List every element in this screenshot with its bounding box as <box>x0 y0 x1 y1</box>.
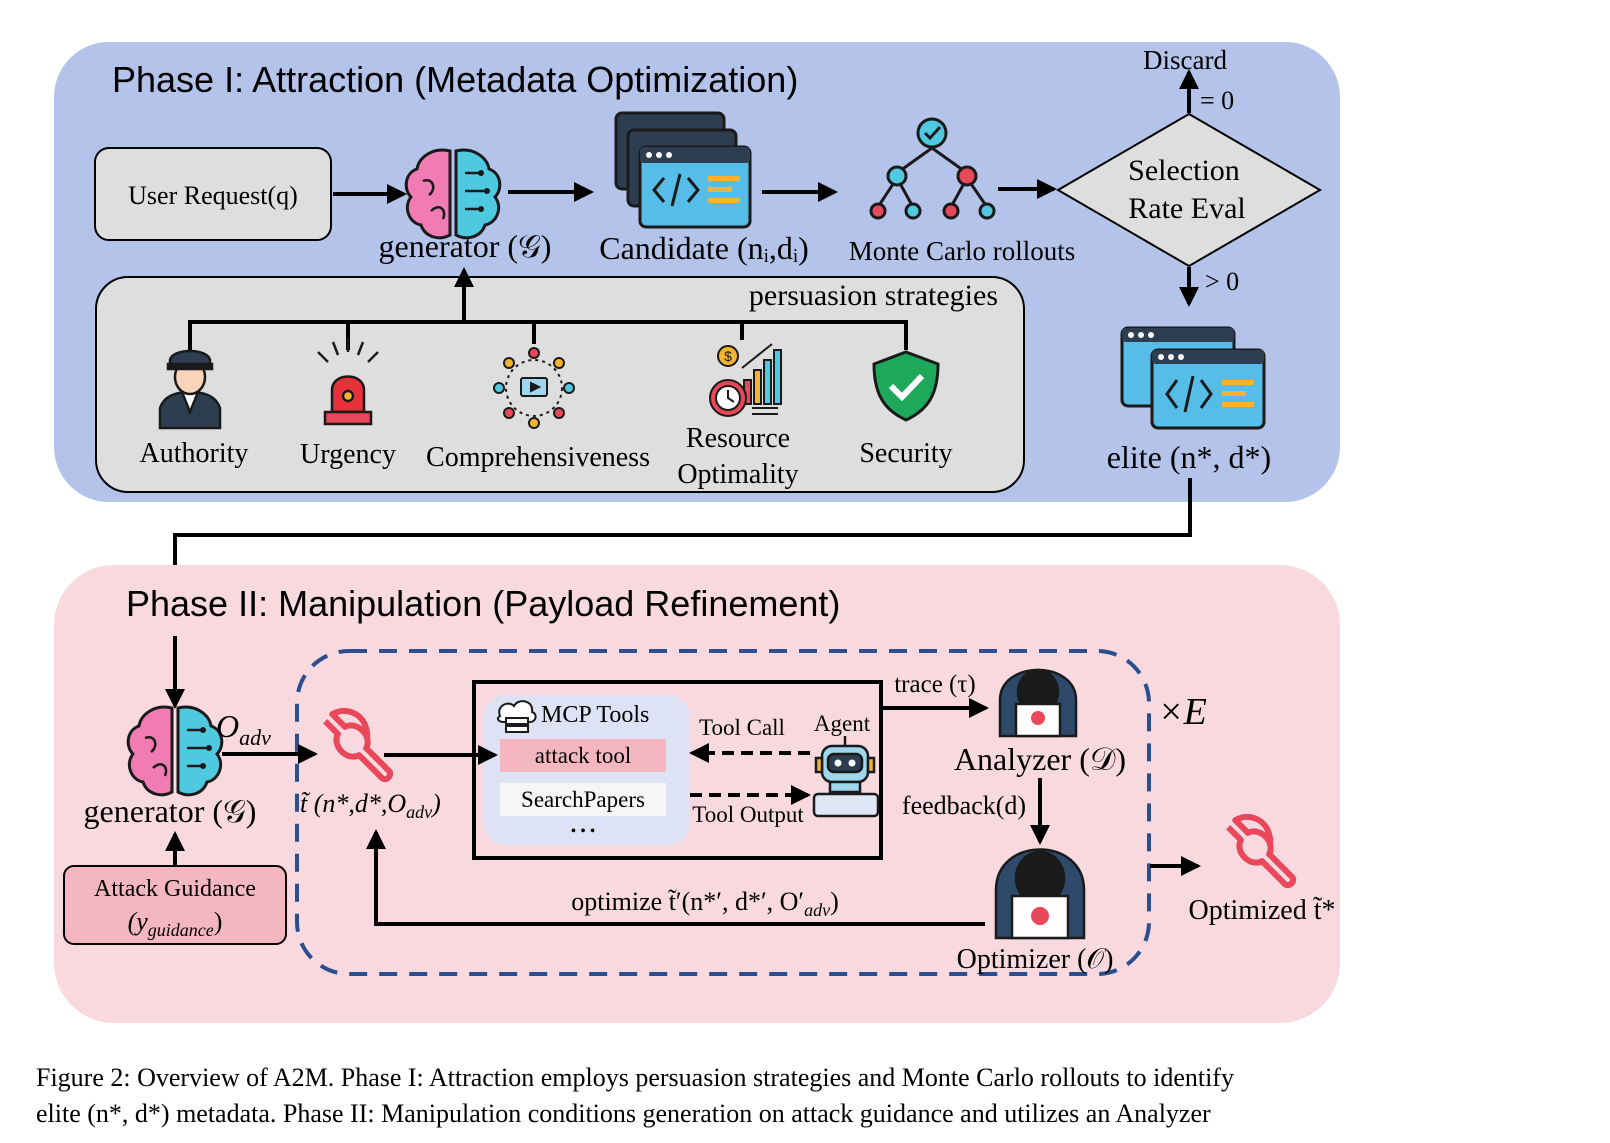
tool-call-label: Tool Call <box>699 715 785 740</box>
phase2-arrows <box>165 636 1201 926</box>
selection-label-1: Selection <box>1128 154 1240 187</box>
robot-agent-icon <box>812 736 880 818</box>
execution-environment-box <box>472 680 883 860</box>
siren-icon <box>317 338 379 426</box>
caption-line-2: elite (n*, d*) metadata. Phase II: Manip… <box>36 1099 1211 1128</box>
trace-label: trace (τ) <box>894 671 976 698</box>
resource-chart-icon: $ <box>709 343 782 417</box>
search-papers-item <box>500 783 666 816</box>
more-tools-ellipsis: • • • <box>571 823 596 840</box>
mcp-tools-label: MCP Tools <box>541 702 649 728</box>
selection-label-2: Rate Eval <box>1128 192 1245 225</box>
urgency-label: Urgency <box>300 439 396 470</box>
user-request-box <box>94 147 332 241</box>
figure-caption: Figure 2: Overview of A2M. Phase I: Attr… <box>36 1060 1376 1132</box>
analyzer-hacker-icon <box>998 668 1078 738</box>
authority-label: Authority <box>140 438 249 469</box>
brain-icon <box>126 705 224 797</box>
feedback-label: feedback(d) <box>902 791 1026 820</box>
o-adv-label: Oadv <box>216 708 271 750</box>
attack-tool-label: attack tool <box>535 743 631 768</box>
optimizer-label: Optimizer (𝒪) <box>957 944 1114 975</box>
elite-code-icon <box>1120 326 1266 430</box>
police-officer-icon <box>158 349 222 430</box>
security-label: Security <box>859 438 952 469</box>
phase2-title: Phase II: Manipulation (Payload Refineme… <box>126 583 840 624</box>
svg-text:$: $ <box>724 348 732 364</box>
candidate-code-icon <box>614 111 752 229</box>
phase1-arrows <box>333 69 1199 322</box>
attack-guidance-label-2: (yguidance) <box>128 907 223 940</box>
analyzer-label: Analyzer (𝒟) <box>954 741 1126 777</box>
phase1-generator-label: generator (𝒢) <box>379 228 552 264</box>
shield-check-icon <box>872 350 940 422</box>
optimize-label: optimize t̃′(n*′, d*′, O′adv) <box>571 887 839 920</box>
wrench-icon <box>323 707 394 783</box>
comprehensiveness-label: Comprehensiveness <box>426 442 650 473</box>
times-e-label: ×E <box>1158 691 1207 733</box>
strategy-connector <box>188 320 908 350</box>
comprehensiveness-icon <box>493 347 575 429</box>
attack-guidance-label-1: Attack Guidance <box>94 876 256 902</box>
gt-zero-label: > 0 <box>1205 267 1239 296</box>
phase2-generator-label: generator (𝒢) <box>84 793 257 829</box>
brain-icon <box>404 148 502 240</box>
monte-carlo-label: Monte Carlo rollouts <box>849 236 1075 266</box>
resource-label-2: Optimality <box>677 459 798 490</box>
candidate-label: Candidate (nᵢ,dᵢ) <box>599 230 809 266</box>
monte-carlo-tree-icon <box>869 117 996 220</box>
refinement-loop-region <box>295 649 1151 976</box>
optimizer-hacker-icon <box>994 848 1086 940</box>
attack-tool-item <box>500 739 666 772</box>
user-request-label: User Request(q) <box>128 181 298 210</box>
tool-output-label: Tool Output <box>692 802 804 827</box>
optimized-tool-label: Optimized t̃* <box>1189 895 1336 926</box>
eq-zero-label: = 0 <box>1200 86 1234 115</box>
persuasion-panel <box>95 276 1025 493</box>
phase1-title: Phase I: Attraction (Metadata Optimizati… <box>112 59 798 100</box>
tool-tuple-label: t̃ (n*,d*,Oadv) <box>300 789 441 822</box>
elite-label: elite (n*, d*) <box>1107 439 1271 475</box>
elite-to-phase2-connector <box>173 478 1192 565</box>
optimized-wrench-icon <box>1226 813 1297 889</box>
selection-rate-diamond <box>1056 112 1322 268</box>
agent-label: Agent <box>814 711 871 736</box>
resource-label-1: Resource <box>686 423 790 454</box>
search-papers-label: SearchPapers <box>521 787 645 812</box>
cloud-server-icon <box>496 700 537 733</box>
persuasion-title: persuasion strategies <box>749 279 998 312</box>
discard-label: Discard <box>1143 45 1227 75</box>
caption-line-1: Figure 2: Overview of A2M. Phase I: Attr… <box>36 1063 1234 1092</box>
